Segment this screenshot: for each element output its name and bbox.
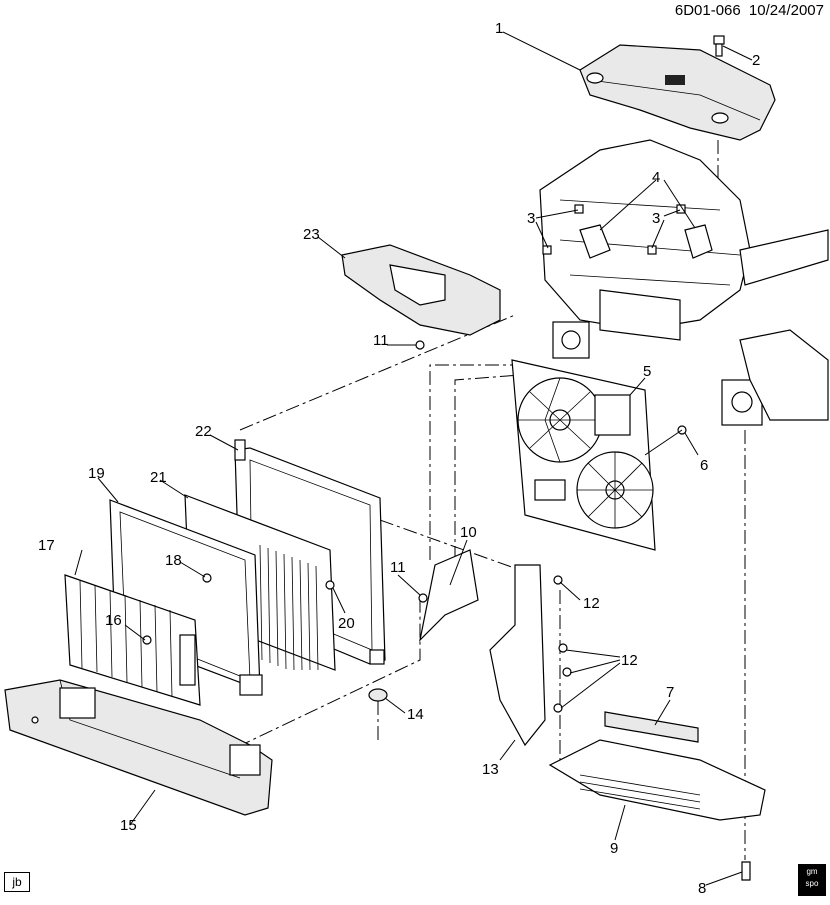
- callout-22: 22: [195, 423, 212, 440]
- callout-4: 4: [652, 169, 660, 186]
- part-12-fasteners: [553, 575, 572, 713]
- callout-16: 16: [105, 612, 122, 629]
- part-18-bolt: [202, 573, 212, 583]
- callout-12-lower: 12: [621, 652, 638, 669]
- callout-10: 10: [460, 524, 477, 541]
- part-4-bracket: [579, 224, 713, 259]
- callout-5: 5: [643, 363, 651, 380]
- callout-9: 9: [610, 840, 618, 857]
- callout-12-upper: 12: [583, 595, 600, 612]
- callout-3-right: 3: [652, 210, 660, 227]
- part-1-radiator-upper-cover: [579, 44, 776, 141]
- diagram-header: 6D01-066 10/24/2007: [671, 2, 824, 19]
- part-5-fan-shroud: [511, 359, 656, 551]
- callout-labels: 1 2 3 3 4 5 6 7 8 9 10 11 11 12 12 13 14…: [38, 20, 760, 897]
- callout-21: 21: [150, 469, 167, 486]
- callout-3-left: 3: [527, 210, 535, 227]
- part-14-insulator: [368, 688, 388, 702]
- part-10-side-baffle: [419, 549, 479, 642]
- part-9-lower-shield: [548, 739, 766, 821]
- callout-11-upper: 11: [373, 332, 389, 349]
- illustrator-stamp: jb: [4, 872, 30, 892]
- part-3-fastener-right: [647, 204, 686, 255]
- gm-spo-logo: gm spo: [798, 864, 826, 896]
- callout-20: 20: [338, 615, 355, 632]
- callout-15: 15: [120, 817, 137, 834]
- callout-2: 2: [752, 52, 760, 69]
- diagram-id: 6D01-066: [674, 2, 741, 19]
- part-11-push-pin-lower: [418, 593, 428, 603]
- part-6-bolt: [644, 425, 687, 456]
- leader-lines: [74, 31, 753, 886]
- callout-18: 18: [165, 552, 182, 569]
- callout-6: 6: [700, 457, 708, 474]
- callout-11-lower: 11: [390, 559, 406, 576]
- callout-13: 13: [482, 761, 499, 778]
- diagram-date: 10/24/2007: [748, 2, 824, 19]
- part-8-push-pin: [741, 861, 751, 881]
- part-17-auxiliary-cooler: [64, 574, 201, 706]
- part-15-bumper-energy-absorber: [4, 679, 273, 816]
- part-23-air-baffle: [341, 244, 501, 336]
- part-13-air-deflector: [489, 564, 546, 747]
- callout-23: 23: [303, 226, 320, 243]
- callout-7: 7: [666, 684, 674, 701]
- callout-19: 19: [88, 465, 105, 482]
- callout-8: 8: [698, 880, 706, 897]
- front-end-structure: [539, 139, 829, 426]
- callout-1: 1: [495, 20, 503, 37]
- part-11-push-pin-upper: [415, 340, 425, 350]
- part-2-bolt: [713, 35, 725, 57]
- part-7-seal: [604, 711, 699, 743]
- callout-14: 14: [407, 706, 424, 723]
- part-16-bolt: [142, 635, 152, 645]
- part-20-bolt: [325, 580, 335, 590]
- callout-17: 17: [38, 537, 55, 554]
